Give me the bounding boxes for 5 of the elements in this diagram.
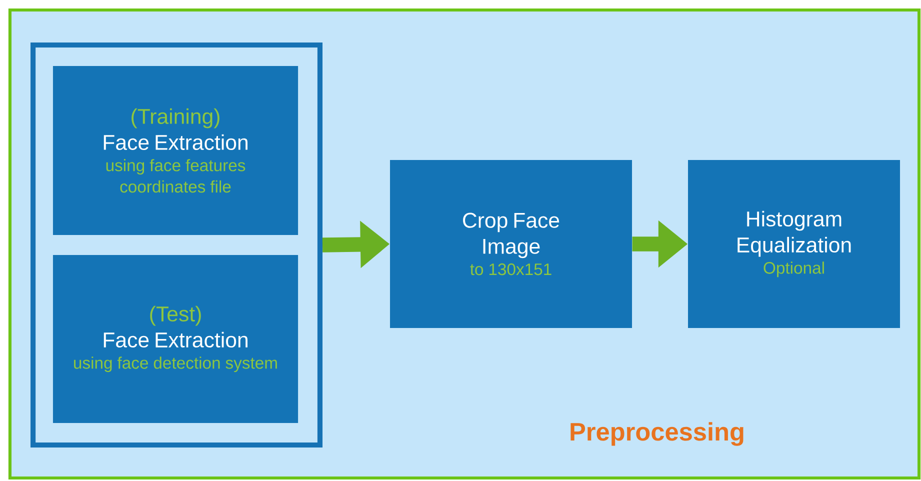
process-box: Histogram Equalization Optional	[688, 160, 900, 328]
process-box: (Training) Face Extraction using face features coordinates file	[52, 66, 298, 236]
process-box: Crop Face Image to 130x151	[390, 160, 632, 328]
process-box: (Test) Face Extraction using face detection system	[52, 255, 298, 423]
group-frame	[30, 42, 322, 448]
